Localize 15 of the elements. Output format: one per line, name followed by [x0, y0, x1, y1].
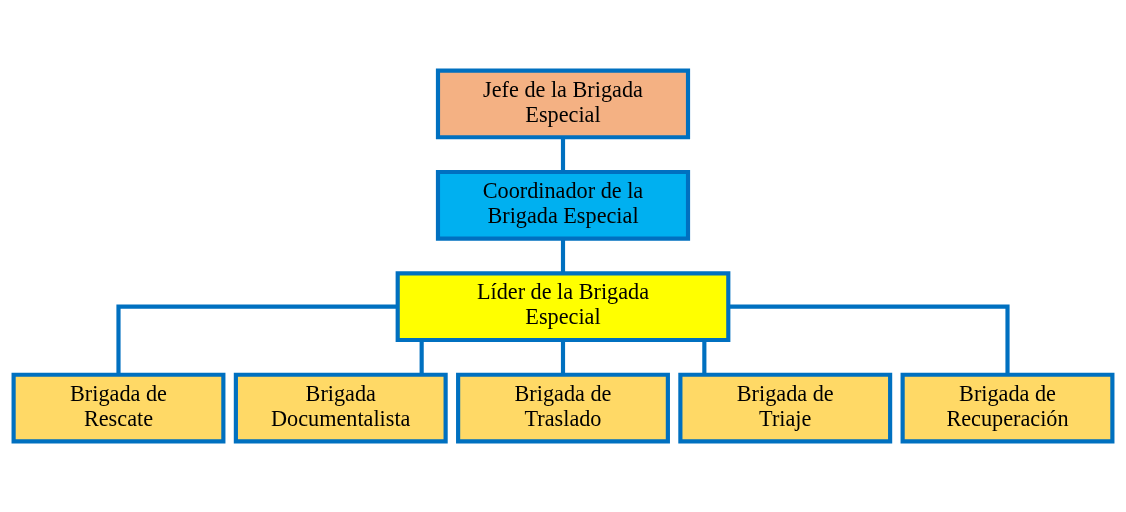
connector: [702, 340, 707, 375]
connector: [560, 340, 566, 375]
node-box: Coordinador de la Brigada Especial: [435, 169, 691, 241]
connector: [560, 239, 566, 273]
node-box: Líder de la Brigada Especial: [395, 271, 731, 343]
node-box: Brigada de Recuperación: [900, 372, 1115, 444]
node-box: Brigada de Triaje: [678, 372, 893, 444]
connector: [116, 304, 398, 375]
connector: [419, 340, 424, 375]
node-box: Jefe de la Brigada Especial: [435, 68, 691, 140]
node-box: Brigada de Rescate: [11, 372, 226, 444]
node-box: Brigada Documentalista: [233, 372, 448, 444]
connector: [728, 304, 1010, 375]
node-box: Brigada de Traslado: [456, 372, 670, 444]
connector: [560, 137, 566, 172]
